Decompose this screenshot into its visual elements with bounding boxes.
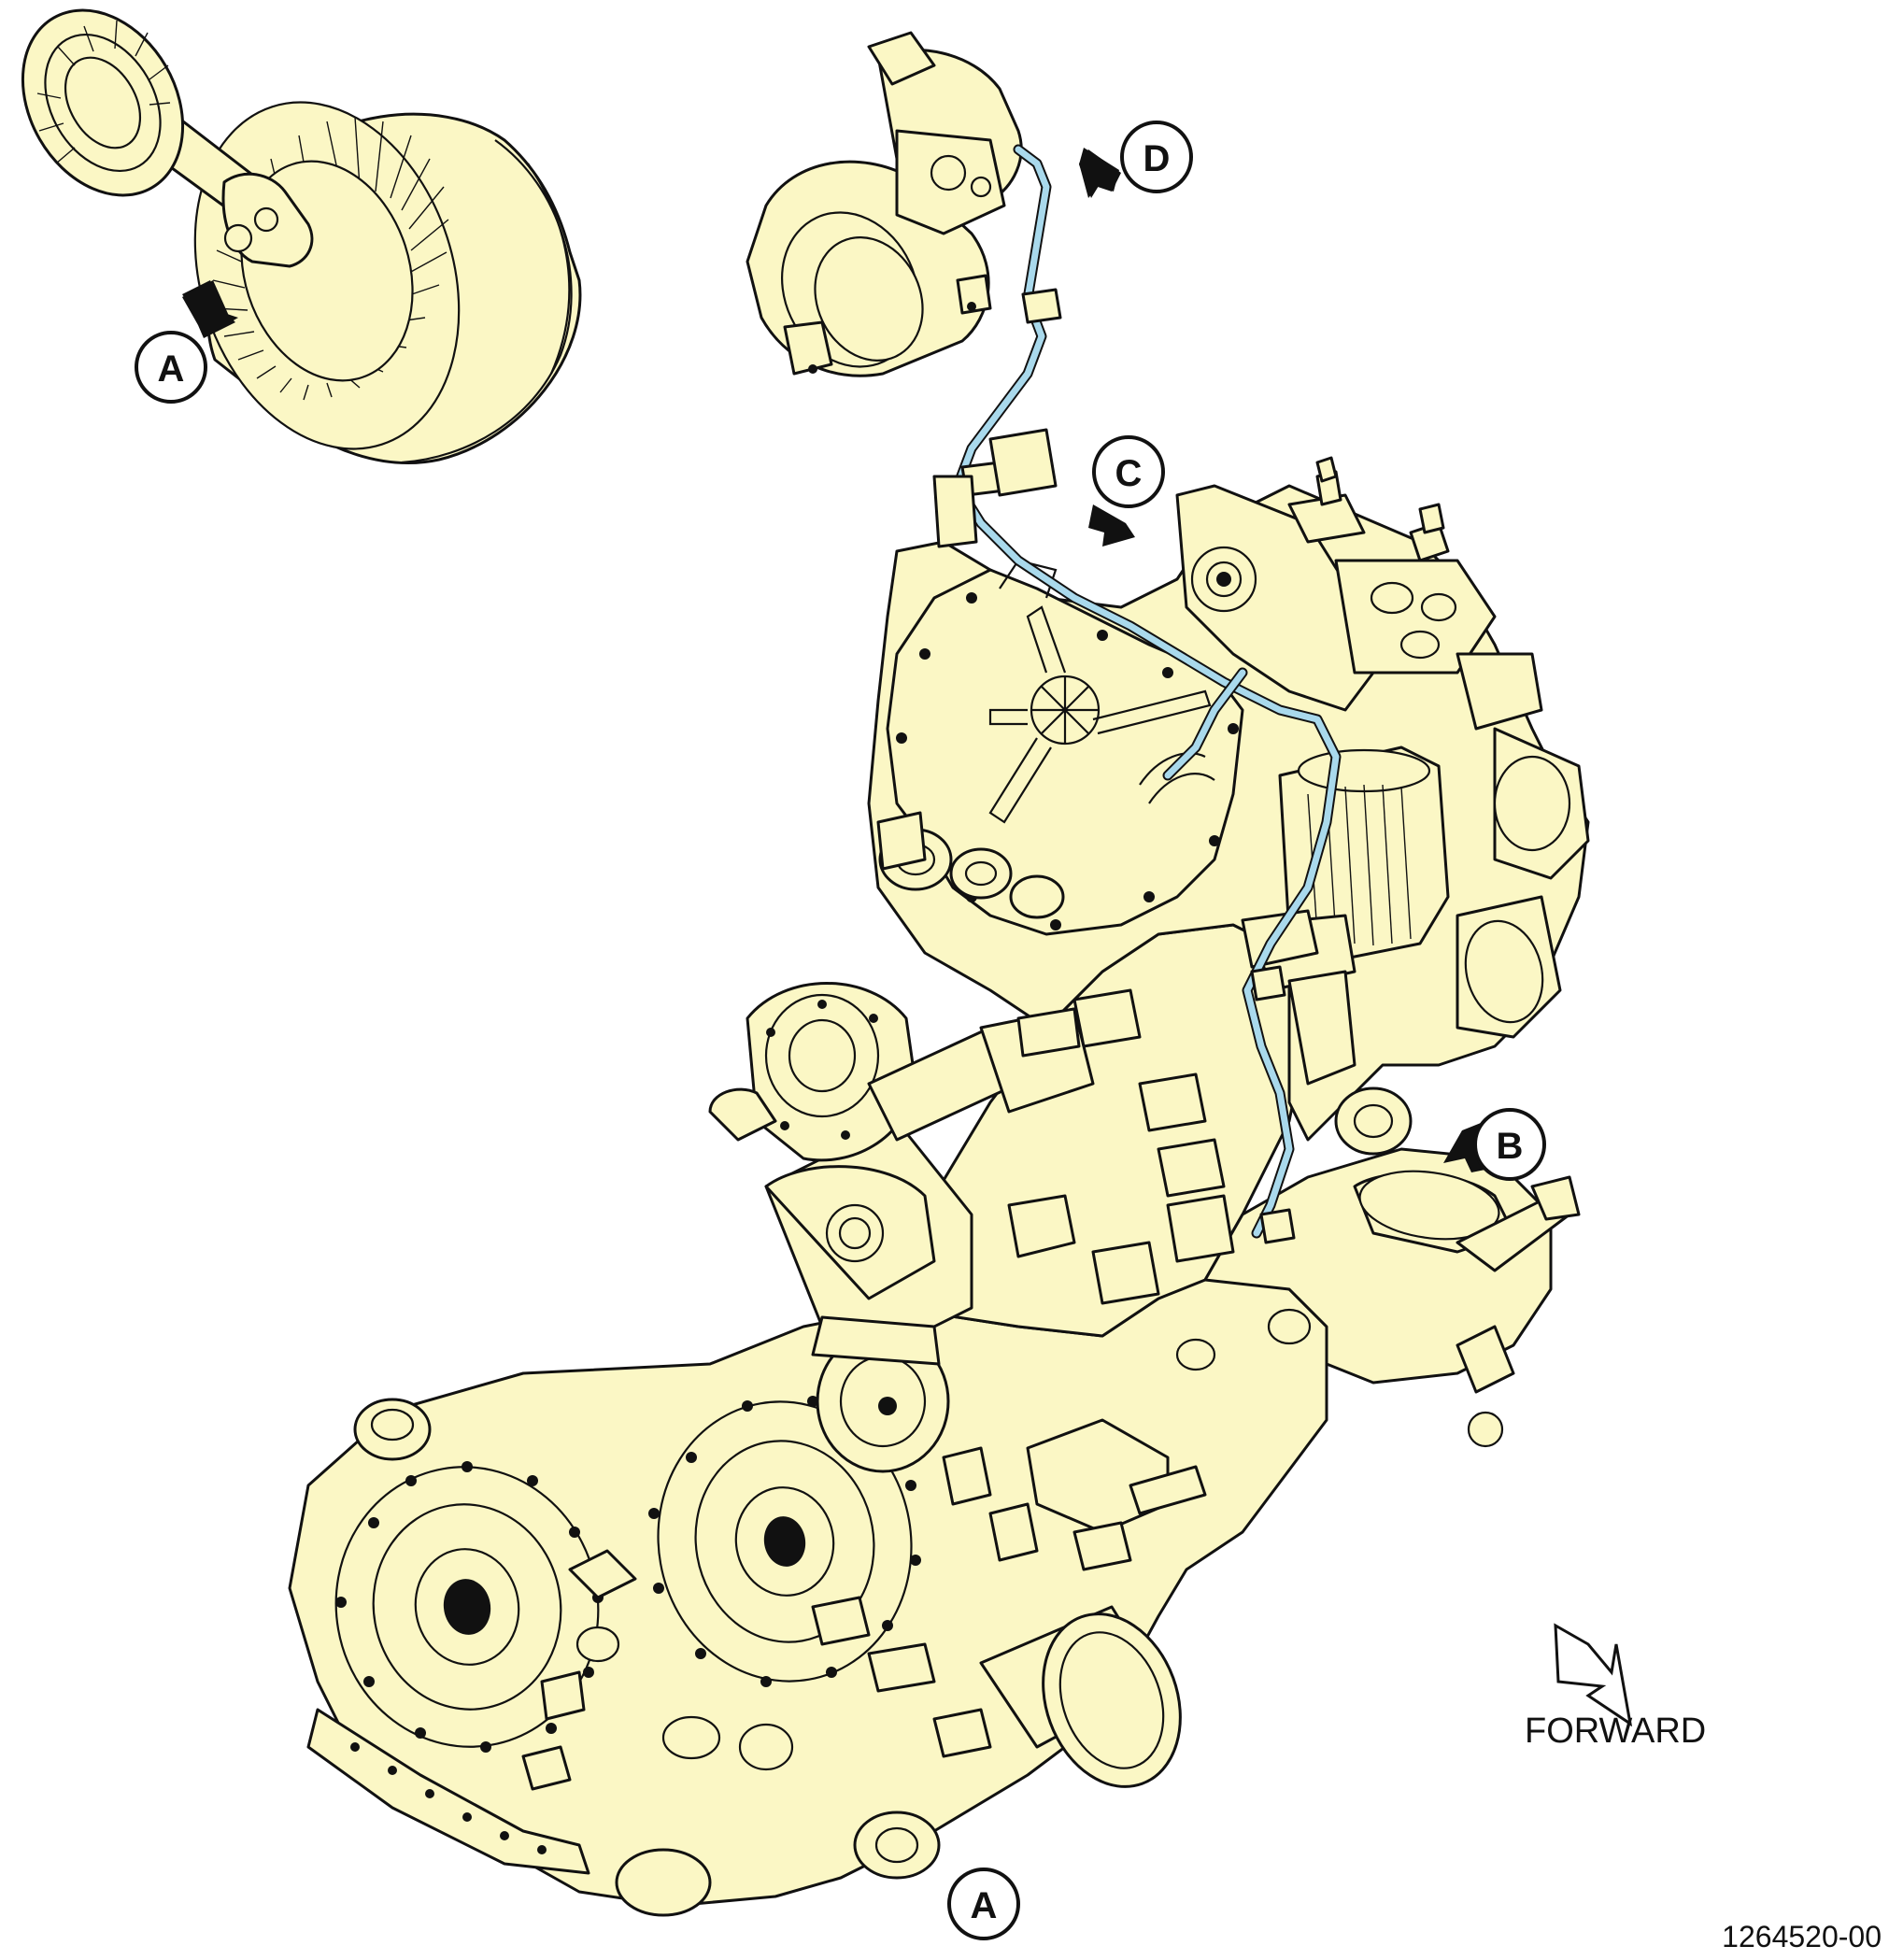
view-label-text: B (1497, 1126, 1524, 1167)
view-label-b: B (1473, 1108, 1546, 1181)
wiring-harness (932, 144, 1342, 1244)
engine-body (288, 456, 1590, 1917)
view-a-arrow-icon (182, 280, 235, 338)
view-label-text: C (1115, 453, 1143, 494)
forward-label: FORWARD (1525, 1711, 1706, 1751)
detail-a-fan-assembly (21, 8, 582, 464)
forward-arrow-icon (1554, 1623, 1633, 1727)
view-label-a-top: A (135, 331, 207, 404)
view-label-text: A (158, 348, 185, 390)
detail-d-component (746, 31, 1121, 377)
figure-id: 1264520-00 (1722, 1920, 1882, 1953)
view-label-a-bottom: A (947, 1868, 1020, 1940)
view-label-d: D (1120, 121, 1193, 193)
view-label-text: D (1143, 138, 1171, 179)
view-label-text: A (971, 1885, 998, 1926)
forward-indicator: FORWARD (1525, 1623, 1706, 1751)
view-c-arrow-icon (1088, 504, 1135, 547)
view-label-c: C (1092, 435, 1165, 508)
view-d-arrow-icon (1079, 148, 1119, 198)
